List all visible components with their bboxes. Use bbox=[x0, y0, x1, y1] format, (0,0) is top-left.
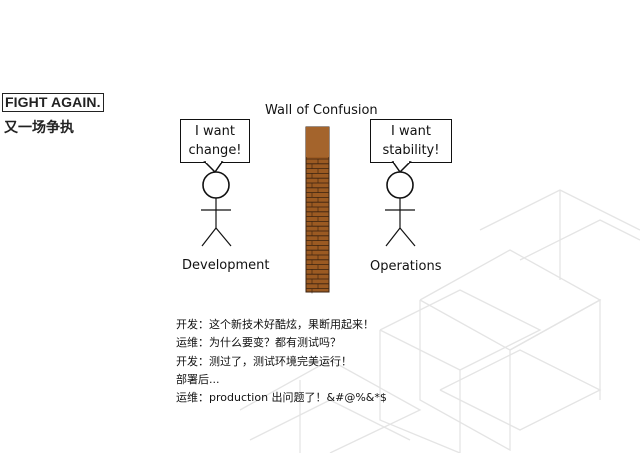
development-bubble-tail bbox=[203, 161, 224, 174]
dialogue-line-4: 部署后... bbox=[176, 372, 220, 386]
wall-of-confusion bbox=[305, 126, 330, 294]
dialogue-line-1: 开发：这个新技术好酷炫，果断用起来！ bbox=[176, 318, 374, 331]
development-bubble-line-2: change! bbox=[188, 143, 242, 158]
operations-stick-figure bbox=[385, 171, 416, 247]
dialogue-block: 开发：这个新技术好酷炫，果断用起来！ 运维：为什么要变？都有测试吗？ 开发：测过… bbox=[176, 316, 387, 407]
wall-title: Wall of Confusion bbox=[265, 103, 378, 118]
development-label: Development bbox=[182, 258, 270, 273]
dialogue-line-3: 开发：测过了，测试环境完美运行！ bbox=[176, 354, 352, 368]
operations-bubble-tail bbox=[391, 161, 412, 174]
section-subtitle: 又一场争执 bbox=[4, 120, 74, 136]
dialogue-line-2: 运维：为什么要变？都有测试吗？ bbox=[176, 336, 341, 350]
dialogue-line-5: 运维：production 出问题了！&#@%&*$ bbox=[176, 391, 387, 405]
operations-speech-bubble: I want stability! bbox=[370, 119, 452, 163]
operations-bubble-line-1: I want bbox=[391, 124, 431, 139]
development-bubble-line-1: I want bbox=[195, 124, 235, 139]
operations-label: Operations bbox=[370, 259, 442, 274]
development-stick-figure bbox=[201, 171, 232, 247]
operations-bubble-line-2: stability! bbox=[382, 143, 440, 158]
wall-cap bbox=[306, 127, 329, 157]
development-speech-bubble: I want change! bbox=[180, 119, 250, 163]
fight-again-badge: FIGHT AGAIN. bbox=[2, 93, 104, 112]
